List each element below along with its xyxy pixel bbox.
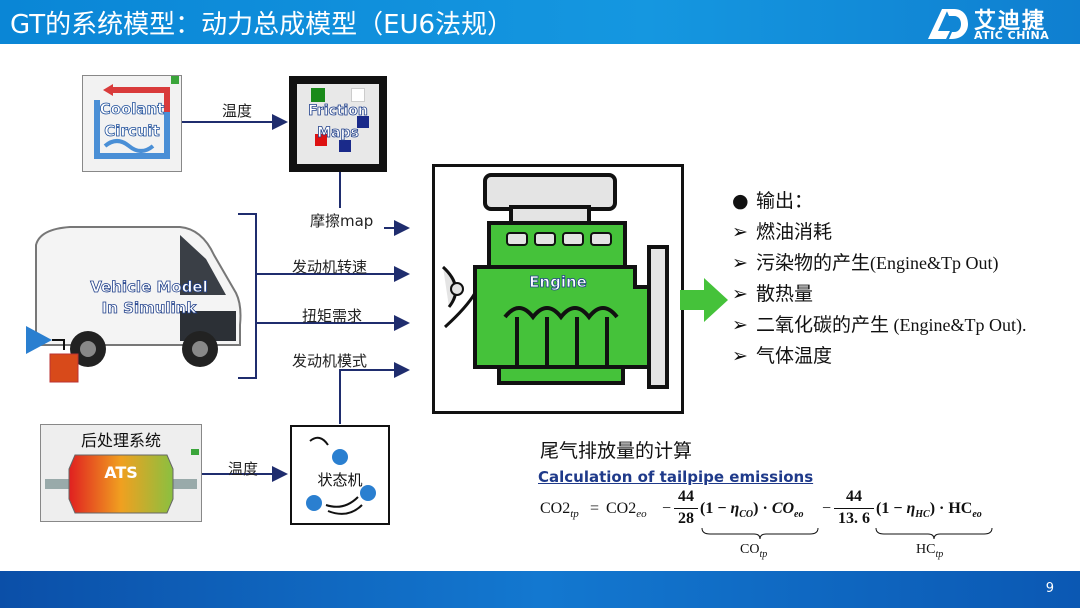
output-item: ➢气体温度 [732, 345, 833, 367]
label-temperature-top: 温度 [222, 102, 253, 120]
engine-block: Engine [432, 164, 684, 414]
state-machine-icon [306, 436, 376, 515]
footer-bar: 9 [0, 571, 1080, 608]
output-item: ➢二氧化碳的产生 (Engine&Tp Out). [732, 314, 1027, 336]
engine-icon [441, 173, 669, 389]
vehicle-bracket [238, 213, 257, 379]
vehicle-label-1: Vehicle Model [90, 278, 208, 297]
output-item: ➢燃油消耗 [732, 221, 833, 243]
label-friction-map: 摩擦map [310, 212, 374, 230]
label-torque-demand: 扭矩需求 [302, 307, 363, 325]
vehicle-model-block: Vehicle Model In Simulink [30, 215, 242, 380]
diagram-connectors [180, 114, 410, 482]
emissions-heading-cn: 尾气排放量的计算 [540, 440, 693, 462]
coolant-label-2: Circuit [104, 122, 160, 141]
atic-logo-icon [928, 9, 968, 39]
slide-title: GT的系统模型：动力总成模型（EU6法规） [10, 10, 514, 40]
aftertreatment-label: 后处理系统 [80, 431, 161, 450]
state-machine-label: 状态机 [317, 471, 363, 489]
label-engine-mode: 发动机模式 [292, 352, 368, 370]
outputs-list: ●输出： ➢燃油消耗 ➢污染物的产生(Engine&Tp Out) ➢散热量 ➢… [732, 186, 1027, 372]
logo-text-en: ATIC CHINA [974, 29, 1050, 42]
coolant-circuit-block: Coolant Circuit [82, 75, 182, 172]
emissions-formula: CO2tp = CO2eo − 44 28 (1 − ηCO) · COeo −… [540, 488, 1010, 568]
output-item: ➢污染物的产生(Engine&Tp Out) [732, 252, 999, 274]
vehicle-label-2: In Simulink [101, 299, 197, 318]
friction-maps-block: Friction Maps [289, 76, 387, 172]
formula-braces [701, 527, 993, 540]
page-number: 9 [1045, 581, 1054, 596]
outputs-title: ●输出： [732, 190, 814, 212]
friction-label-2: Maps [317, 125, 360, 142]
friction-label-1: Friction [308, 103, 369, 120]
ats-icon [45, 449, 199, 514]
label-engine-speed: 发动机转速 [292, 258, 368, 276]
simulink-icon [26, 326, 79, 383]
van-icon [35, 226, 242, 367]
company-logo: 艾迪捷 ATIC CHINA [924, 3, 1074, 43]
ats-label: ATS [104, 463, 138, 482]
engine-label: Engine [529, 273, 587, 292]
label-temperature-bottom: 温度 [228, 460, 259, 478]
engine-output-arrow [680, 278, 728, 322]
logo-text-cn: 艾迪捷 [974, 9, 1047, 34]
coolant-loop-icon [94, 76, 179, 159]
coolant-label-1: Coolant [99, 100, 165, 119]
arrow-engine-mode [339, 362, 410, 424]
header-bar [0, 0, 1080, 44]
state-machine-block: 状态机 [290, 425, 390, 525]
emissions-heading-en: Calculation of tailpipe emissions [538, 468, 814, 486]
output-item: ➢散热量 [732, 283, 814, 305]
aftertreatment-block: 后处理系统 ATS [40, 424, 202, 522]
